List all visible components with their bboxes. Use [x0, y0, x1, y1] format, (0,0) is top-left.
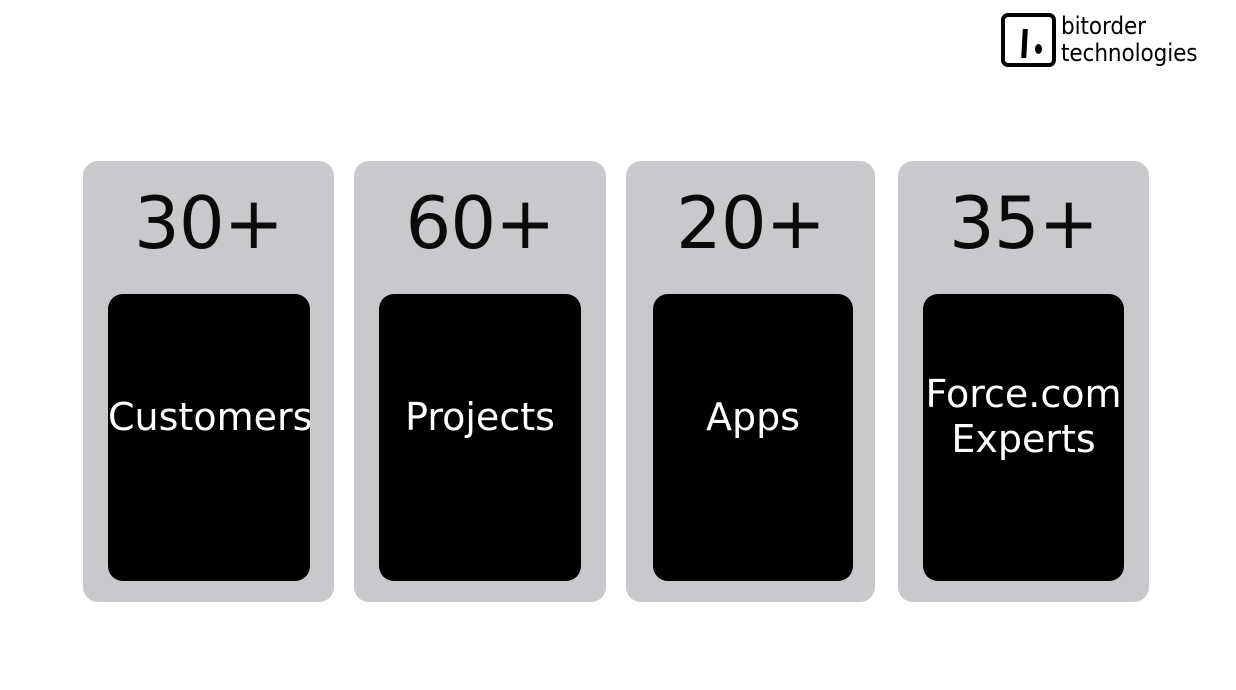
brand-name-line-1: bitorder — [1061, 12, 1146, 40]
logo-dot-shape — [1035, 44, 1042, 54]
stat-panel: Apps — [653, 294, 853, 581]
brand-name-line-2: technologies — [1061, 39, 1198, 67]
brand-logo: bitorder technologies — [1001, 12, 1198, 67]
stat-panel: Customers — [108, 294, 310, 581]
stat-label: Customers — [108, 395, 310, 439]
stats-card-row: 30+ Customers 60+ Projects 20+ Apps 35+ … — [83, 161, 1149, 602]
stat-card: 30+ Customers — [83, 161, 334, 602]
logo-bar-shape — [1021, 29, 1028, 58]
stat-card: 20+ Apps — [626, 161, 875, 602]
stat-number: 60+ — [405, 181, 556, 265]
brand-wordmark: bitorder technologies — [1061, 12, 1198, 67]
stat-card: 35+ Force.com Experts — [898, 161, 1149, 602]
stat-panel: Projects — [379, 294, 581, 581]
stat-panel: Force.com Experts — [923, 294, 1124, 581]
stat-label: Projects — [405, 395, 555, 439]
stat-card: 60+ Projects — [354, 161, 606, 602]
stat-number: 20+ — [676, 181, 826, 265]
stat-number: 35+ — [949, 181, 1099, 265]
stat-label: Force.com Experts — [925, 372, 1122, 461]
bitorder-logo-mark-icon — [1001, 13, 1056, 67]
stat-number: 30+ — [134, 181, 284, 265]
stat-label: Apps — [705, 395, 801, 439]
